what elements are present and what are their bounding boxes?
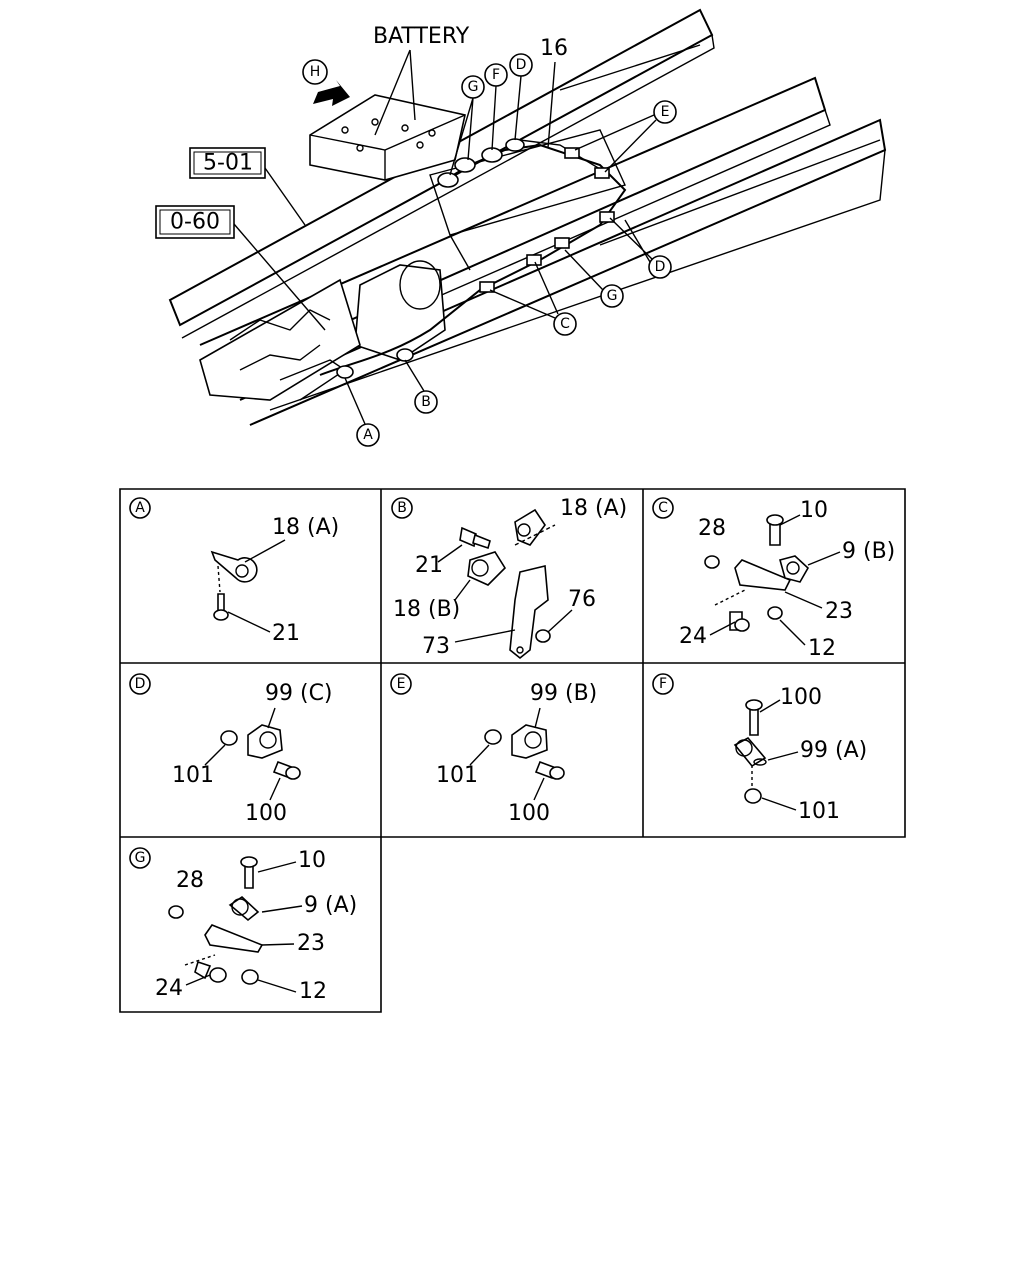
svg-text:D: D [516, 57, 527, 73]
callout-C [553, 312, 577, 336]
svg-text:E: E [397, 676, 406, 692]
svg-text:H: H [310, 64, 321, 80]
svg-text:76: 76 [568, 587, 596, 612]
svg-text:A: A [135, 500, 145, 516]
svg-text:B: B [397, 500, 407, 516]
svg-text:C: C [560, 316, 570, 332]
callout-H [302, 59, 328, 85]
transmission [199, 260, 446, 401]
detail-E: E 99 (B) 101 100 [390, 673, 597, 826]
svg-text:E: E [661, 104, 670, 120]
direction-arrow [313, 80, 350, 106]
svg-text:9 (B): 9 (B) [842, 539, 895, 564]
svg-text:10: 10 [298, 848, 326, 873]
svg-text:18 (A): 18 (A) [560, 496, 627, 521]
svg-text:F: F [659, 676, 667, 692]
svg-text:99 (C): 99 (C) [265, 681, 333, 706]
callout-A [356, 423, 380, 447]
svg-text:100: 100 [780, 685, 822, 710]
detail-B: B 18 (A) 21 18 (B) 76 73 [391, 496, 627, 660]
detail-G: G 10 28 9 (A) 23 24 12 [129, 847, 357, 1004]
svg-text:B: B [421, 394, 431, 410]
part-16-label: 16 [540, 36, 568, 61]
svg-text:12: 12 [299, 979, 327, 1004]
svg-text:G: G [468, 79, 479, 95]
svg-text:101: 101 [436, 763, 478, 788]
svg-text:F: F [492, 67, 500, 83]
ref-box-0-60 [155, 205, 235, 239]
svg-text:23: 23 [297, 931, 325, 956]
detail-D: D 99 (C) 101 100 [129, 673, 333, 826]
svg-text:9 (A): 9 (A) [304, 893, 357, 918]
svg-text:24: 24 [679, 624, 707, 649]
svg-text:28: 28 [698, 516, 726, 541]
svg-text:G: G [135, 850, 146, 866]
svg-text:23: 23 [825, 599, 853, 624]
battery-label: BATTERY [373, 24, 470, 49]
svg-text:21: 21 [415, 553, 443, 578]
svg-text:73: 73 [422, 634, 450, 659]
overview-labels: BATTERY 16 5-01 0-60 H G F D E D G [155, 24, 677, 447]
svg-text:G: G [607, 288, 618, 304]
detail-F: F 100 99 (A) 101 [652, 673, 867, 824]
svg-text:99 (B): 99 (B) [530, 681, 597, 706]
svg-text:21: 21 [272, 621, 300, 646]
svg-text:101: 101 [798, 799, 840, 824]
ref-box-5-01 [189, 147, 266, 179]
svg-text:D: D [135, 676, 146, 692]
svg-text:C: C [658, 500, 668, 516]
svg-text:A: A [363, 427, 373, 443]
ref-0-60-label: 0-60 [170, 210, 220, 235]
chassis-overview [168, 8, 887, 426]
battery-box [309, 94, 466, 181]
detail-grid [119, 488, 906, 1013]
ref-5-01-label: 5-01 [203, 151, 253, 176]
svg-text:100: 100 [508, 801, 550, 826]
svg-text:28: 28 [176, 868, 204, 893]
callout-G-right [600, 284, 624, 308]
svg-text:101: 101 [172, 763, 214, 788]
harness-clips [336, 138, 615, 379]
svg-text:24: 24 [155, 976, 183, 1001]
svg-text:18 (A): 18 (A) [272, 515, 339, 540]
callout-B [414, 390, 438, 414]
callout-D-right [648, 255, 672, 279]
svg-text:D: D [655, 259, 666, 275]
svg-text:18 (B): 18 (B) [393, 597, 460, 622]
svg-text:12: 12 [808, 636, 836, 661]
detail-A: A 18 (A) 21 [129, 497, 339, 646]
svg-text:100: 100 [245, 801, 287, 826]
detail-C: C 28 10 9 (B) 23 24 12 [652, 497, 895, 661]
svg-text:99 (A): 99 (A) [800, 738, 867, 763]
svg-text:10: 10 [800, 498, 828, 523]
callout-E [653, 100, 677, 124]
